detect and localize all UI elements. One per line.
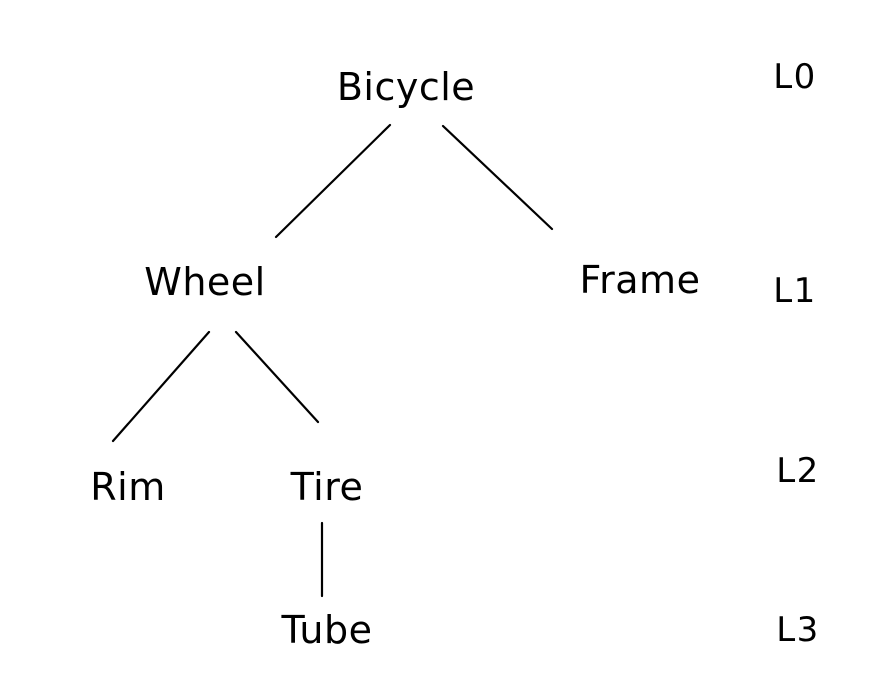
level-label-l0: L0: [773, 57, 817, 97]
node-frame[interactable]: Frame: [580, 258, 701, 302]
edge-group: [111, 123, 554, 598]
node-rim[interactable]: Rim: [90, 465, 165, 509]
node-wheel[interactable]: Wheel: [144, 260, 265, 304]
level-label-l3: L3: [776, 610, 820, 650]
node-tire[interactable]: Tire: [290, 465, 364, 509]
level-label-l1: L1: [773, 271, 817, 311]
node-tube[interactable]: Tube: [280, 608, 372, 652]
edge-bicycle-wheel: [274, 123, 392, 239]
level-label-l2: L2: [776, 451, 820, 491]
level-label-group: L0 L1 L2 L3: [773, 57, 820, 650]
node-bicycle[interactable]: Bicycle: [337, 65, 475, 109]
node-group: Bicycle Wheel Frame Rim Tire Tube: [90, 65, 700, 652]
edge-wheel-rim: [111, 330, 211, 443]
edge-wheel-tire: [234, 330, 320, 424]
edge-bicycle-frame: [441, 124, 554, 231]
